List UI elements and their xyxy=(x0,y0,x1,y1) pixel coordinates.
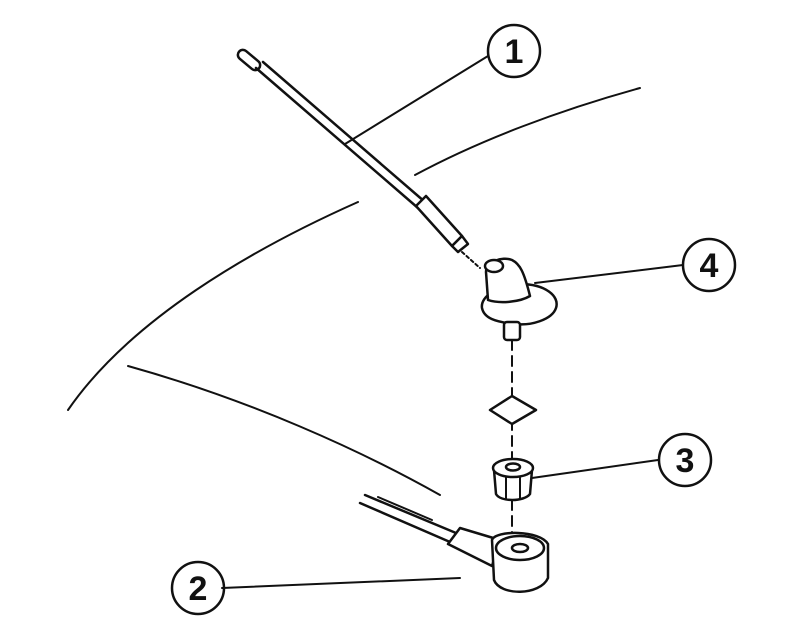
callout-2-label: 2 xyxy=(189,570,208,608)
callout-1-label: 1 xyxy=(505,33,524,71)
antenna-cable-connector xyxy=(358,493,550,593)
callout-4: 4 xyxy=(681,237,737,293)
callout-4-label: 4 xyxy=(700,247,719,285)
callout-1: 1 xyxy=(486,23,542,79)
callout-3: 3 xyxy=(657,432,713,488)
antenna-mast xyxy=(236,48,481,269)
mounting-nut xyxy=(491,457,535,502)
gasket xyxy=(488,394,538,426)
leader-lines xyxy=(221,55,684,589)
vehicle-body-outline xyxy=(67,87,641,521)
antenna-base xyxy=(480,257,558,342)
callout-3-label: 3 xyxy=(676,442,695,480)
callout-2: 2 xyxy=(170,560,226,616)
